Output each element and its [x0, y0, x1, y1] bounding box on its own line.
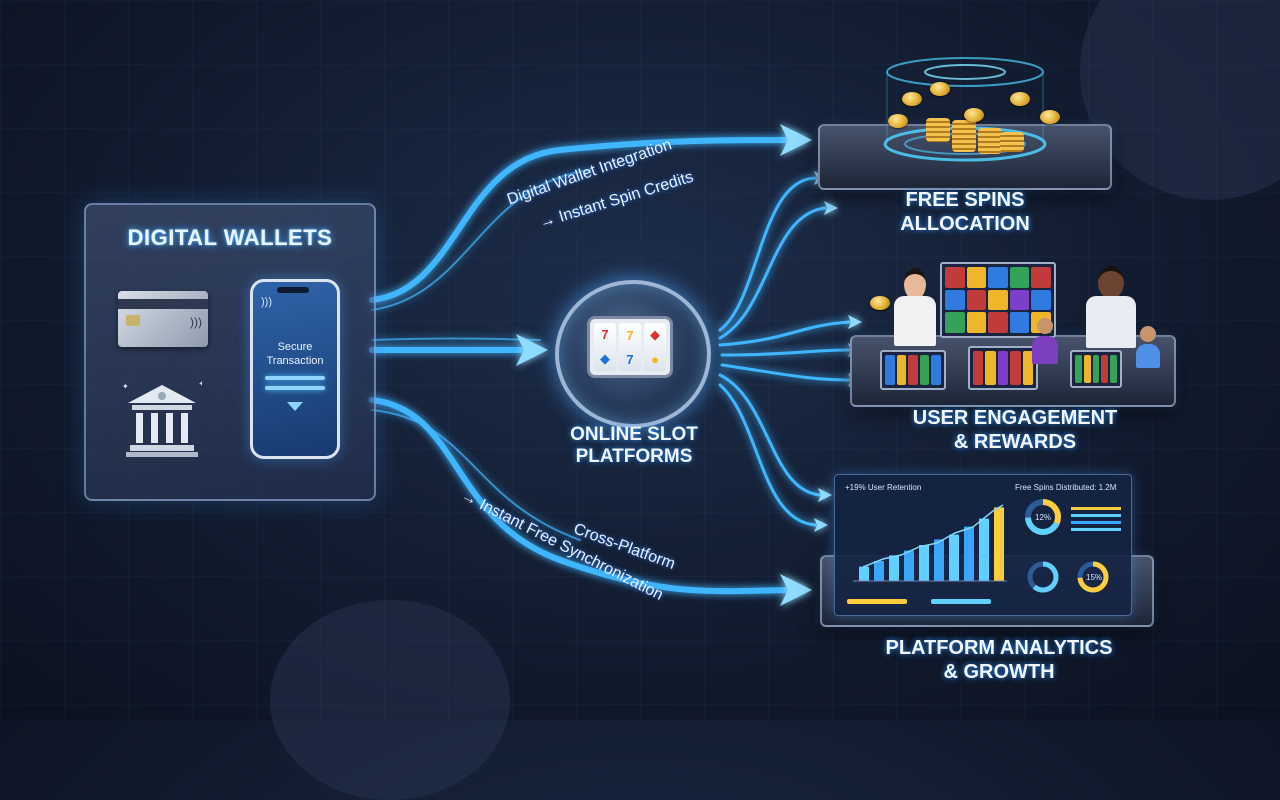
growth-bar — [934, 539, 944, 581]
user-avatar — [1134, 326, 1162, 368]
growth-bar — [859, 566, 869, 581]
coin-stack-icon — [1000, 132, 1024, 152]
growth-bar-chart — [853, 504, 1007, 582]
user-engagement-label: USER ENGAGEMENT & REWARDS — [912, 407, 1118, 453]
user-avatar — [890, 268, 940, 348]
digital-wallets-panel: DIGITAL WALLETS ))) ✦ ✦ ))) Secure Trans… — [84, 203, 376, 501]
nfc-icon: ))) — [261, 296, 272, 308]
flow-wallet-to-analytics — [369, 397, 803, 595]
coin-icon — [1010, 92, 1030, 106]
free-spins-platform — [818, 124, 1112, 190]
svg-text:✦: ✦ — [198, 379, 202, 390]
spins-distributed-stat: Free Spins Distributed: 1.2M — [1015, 483, 1117, 492]
growth-bar — [964, 526, 974, 581]
growth-trend-line — [862, 504, 1004, 568]
flow-lines — [369, 124, 862, 606]
donut-label-2: 15% — [1086, 573, 1103, 582]
arrowhead-analytics — [780, 574, 812, 606]
bank-icon: ✦ ✦ — [122, 379, 202, 457]
slot-screen — [1070, 350, 1122, 388]
coin-stack-icon — [952, 120, 976, 152]
growth-bar — [979, 518, 989, 581]
growth-bar — [919, 545, 929, 581]
download-arrow-icon — [287, 402, 303, 411]
phone-text: Secure Transaction — [266, 341, 324, 367]
coin-icon — [902, 92, 922, 106]
coin-icon — [870, 296, 890, 310]
coin-stack-icon — [926, 118, 950, 142]
arrowhead-hub — [516, 334, 548, 366]
hub-label: ONLINE SLOT PLATFORMS — [570, 424, 698, 467]
coin-stack-icon — [978, 128, 1002, 154]
donut-chart-small — [1027, 561, 1059, 593]
growth-bar — [904, 550, 914, 581]
analytics-dashboard: +19% User Retention Free Spins Distribut… — [834, 474, 1132, 616]
phone-icon: ))) Secure Transaction — [250, 279, 340, 459]
growth-bar — [874, 561, 884, 581]
flow-wallet-to-spins — [369, 137, 803, 303]
donut-chart — [1025, 499, 1061, 535]
slot-screen — [968, 346, 1038, 390]
arrowhead-spins — [780, 124, 812, 156]
growth-bar — [949, 534, 959, 581]
progress-bar — [931, 599, 991, 604]
coin-icon — [1040, 110, 1060, 124]
credit-card-icon: ))) — [118, 291, 208, 347]
donut-chart-small — [1077, 561, 1109, 593]
coin-icon — [888, 114, 908, 128]
growth-bar — [889, 555, 899, 581]
free-spins-label: FREE SPINS ALLOCATION — [900, 189, 1030, 235]
donut-label: 12% — [1035, 513, 1052, 522]
coin-icon — [964, 108, 984, 122]
user-avatar — [1076, 262, 1146, 348]
coin-icon — [930, 82, 950, 96]
slot-screen — [880, 350, 946, 390]
retention-stat: +19% User Retention — [845, 483, 922, 492]
legend-lines — [1071, 503, 1121, 535]
svg-text:✦: ✦ — [122, 382, 129, 391]
growth-bar — [994, 507, 1004, 581]
progress-bar — [847, 599, 907, 604]
analytics-label: PLATFORM ANALYTICS & GROWTH — [885, 637, 1113, 683]
user-avatar — [1030, 318, 1060, 364]
digital-wallets-title: DIGITAL WALLETS — [127, 225, 333, 250]
